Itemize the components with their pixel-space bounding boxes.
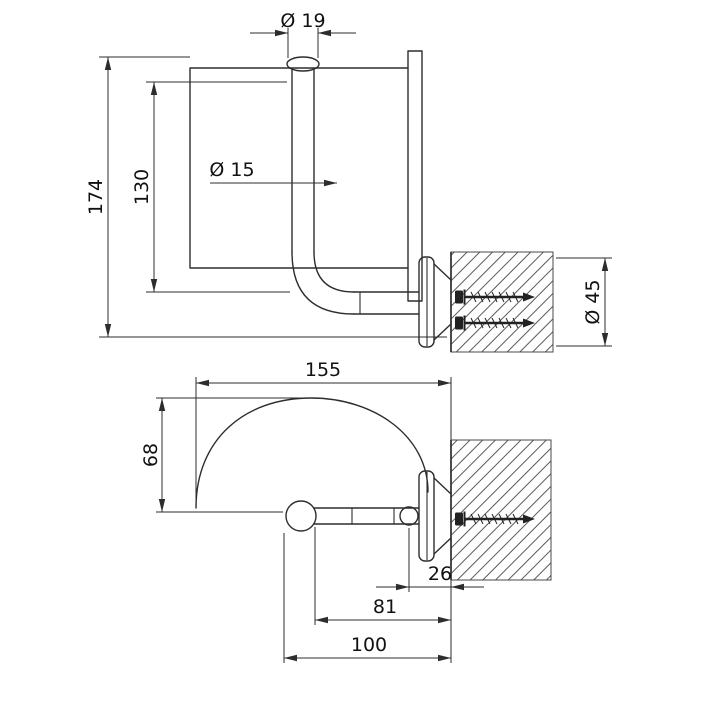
dim-cap-diameter: Ø 19 — [250, 10, 356, 58]
holder-body-top — [195, 397, 537, 562]
dim-label-rosette-diameter: Ø 45 — [582, 279, 604, 324]
dim-tube-height: 130 — [131, 81, 290, 293]
wall-section — [450, 251, 554, 353]
cover-outline — [189, 67, 409, 269]
dim-arm-length: 81 — [314, 527, 451, 625]
spindle-end-ball — [285, 500, 317, 532]
front-view: Ø 19 174 130 Ø 15 Ø 45 — [85, 10, 612, 353]
dim-arc-depth: 68 — [140, 397, 302, 513]
top-view: 155 68 26 81 100 — [140, 359, 552, 663]
back-plate — [407, 50, 423, 302]
wall-section-top — [450, 439, 552, 581]
wall-rosette-top — [418, 470, 452, 562]
spindle — [285, 500, 420, 532]
dim-label-overall-projection: 100 — [351, 634, 387, 656]
dim-label-tube-diameter: Ø 15 — [209, 159, 254, 181]
dim-label-rosette-to-wall: 26 — [428, 563, 452, 585]
holder-body — [189, 50, 537, 348]
dim-overall-width: 155 — [195, 359, 452, 503]
dim-label-tube-height: 130 — [131, 169, 153, 205]
spindle-joint — [399, 506, 419, 526]
dim-label-arc-depth: 68 — [140, 443, 162, 467]
dim-rosette-diameter: Ø 45 — [556, 257, 612, 347]
dim-label-overall-height: 174 — [85, 179, 107, 215]
dim-rosette-to-wall: 26 — [376, 528, 484, 663]
dim-label-arm-length: 81 — [373, 596, 397, 618]
dim-tube-diameter: Ø 15 — [209, 159, 337, 187]
post-tube — [291, 69, 420, 315]
dim-overall-projection: 100 — [283, 533, 451, 663]
wall-rosette — [418, 256, 452, 348]
roll-arc — [195, 397, 429, 509]
dim-label-cap-diameter: Ø 19 — [280, 10, 325, 32]
dim-overall-height: 174 — [85, 56, 447, 338]
dim-label-overall-width: 155 — [305, 359, 341, 381]
post-cap — [286, 56, 320, 72]
